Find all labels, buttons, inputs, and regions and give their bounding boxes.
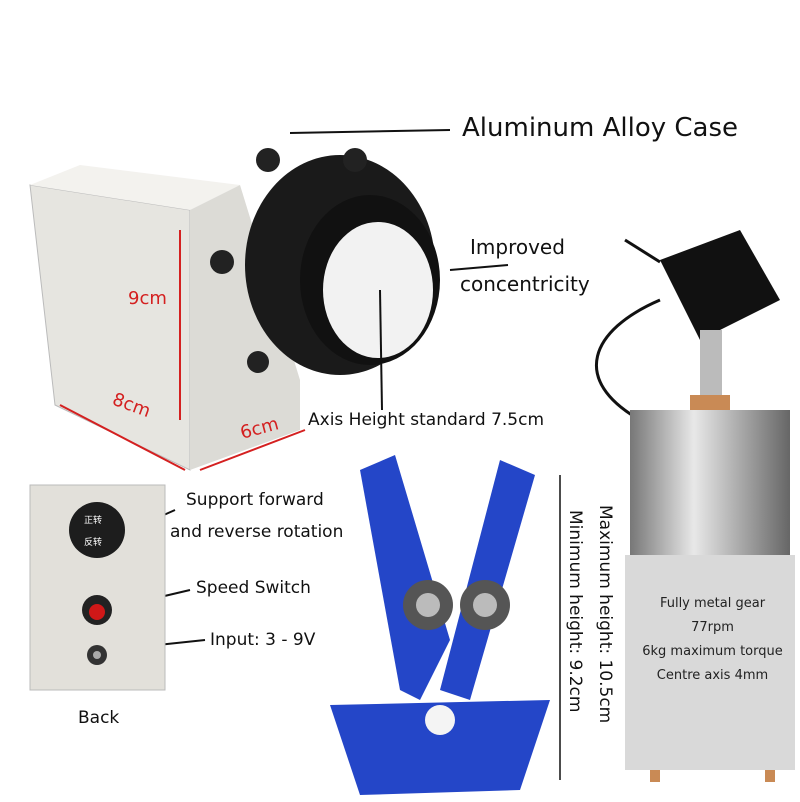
label-back: Back — [78, 708, 120, 728]
motor-spec: 6kg maximum torque — [642, 644, 783, 659]
label-concentricity-1: Improved — [470, 235, 565, 259]
switch-reverse-label: 反转 — [84, 538, 103, 548]
motor-specs: Fully metal gear 77rpm 6kg maximum torqu… — [630, 592, 795, 688]
label-case: Aluminum Alloy Case — [462, 113, 739, 143]
label-rotation-1: Support forward — [186, 490, 324, 510]
motor-spec: 77rpm — [691, 620, 734, 635]
label-concentricity-2: concentricity — [460, 272, 590, 296]
switch-forward-label: 正转 — [84, 516, 103, 526]
label-axis-height: Axis Height standard 7.5cm — [308, 410, 545, 430]
control-box — [29, 484, 166, 691]
motor-spec: Centre axis 4mm — [656, 668, 769, 683]
power-adapter — [595, 230, 780, 422]
blue-stand — [330, 455, 550, 795]
label-min-height: Minimum height: 9.2cm — [565, 510, 585, 713]
label-rotation-2: and reverse rotation — [170, 522, 344, 542]
chuck — [210, 148, 440, 375]
label-input: Input: 3 - 9V — [210, 630, 316, 650]
motor-spec: Fully metal gear — [659, 596, 766, 611]
label-max-height: Maximum height: 10.5cm — [595, 505, 615, 724]
gear-motor — [625, 330, 795, 782]
label-dim-height: 9cm — [128, 288, 167, 309]
label-speed: Speed Switch — [196, 578, 311, 598]
dimension-lines — [59, 230, 306, 471]
